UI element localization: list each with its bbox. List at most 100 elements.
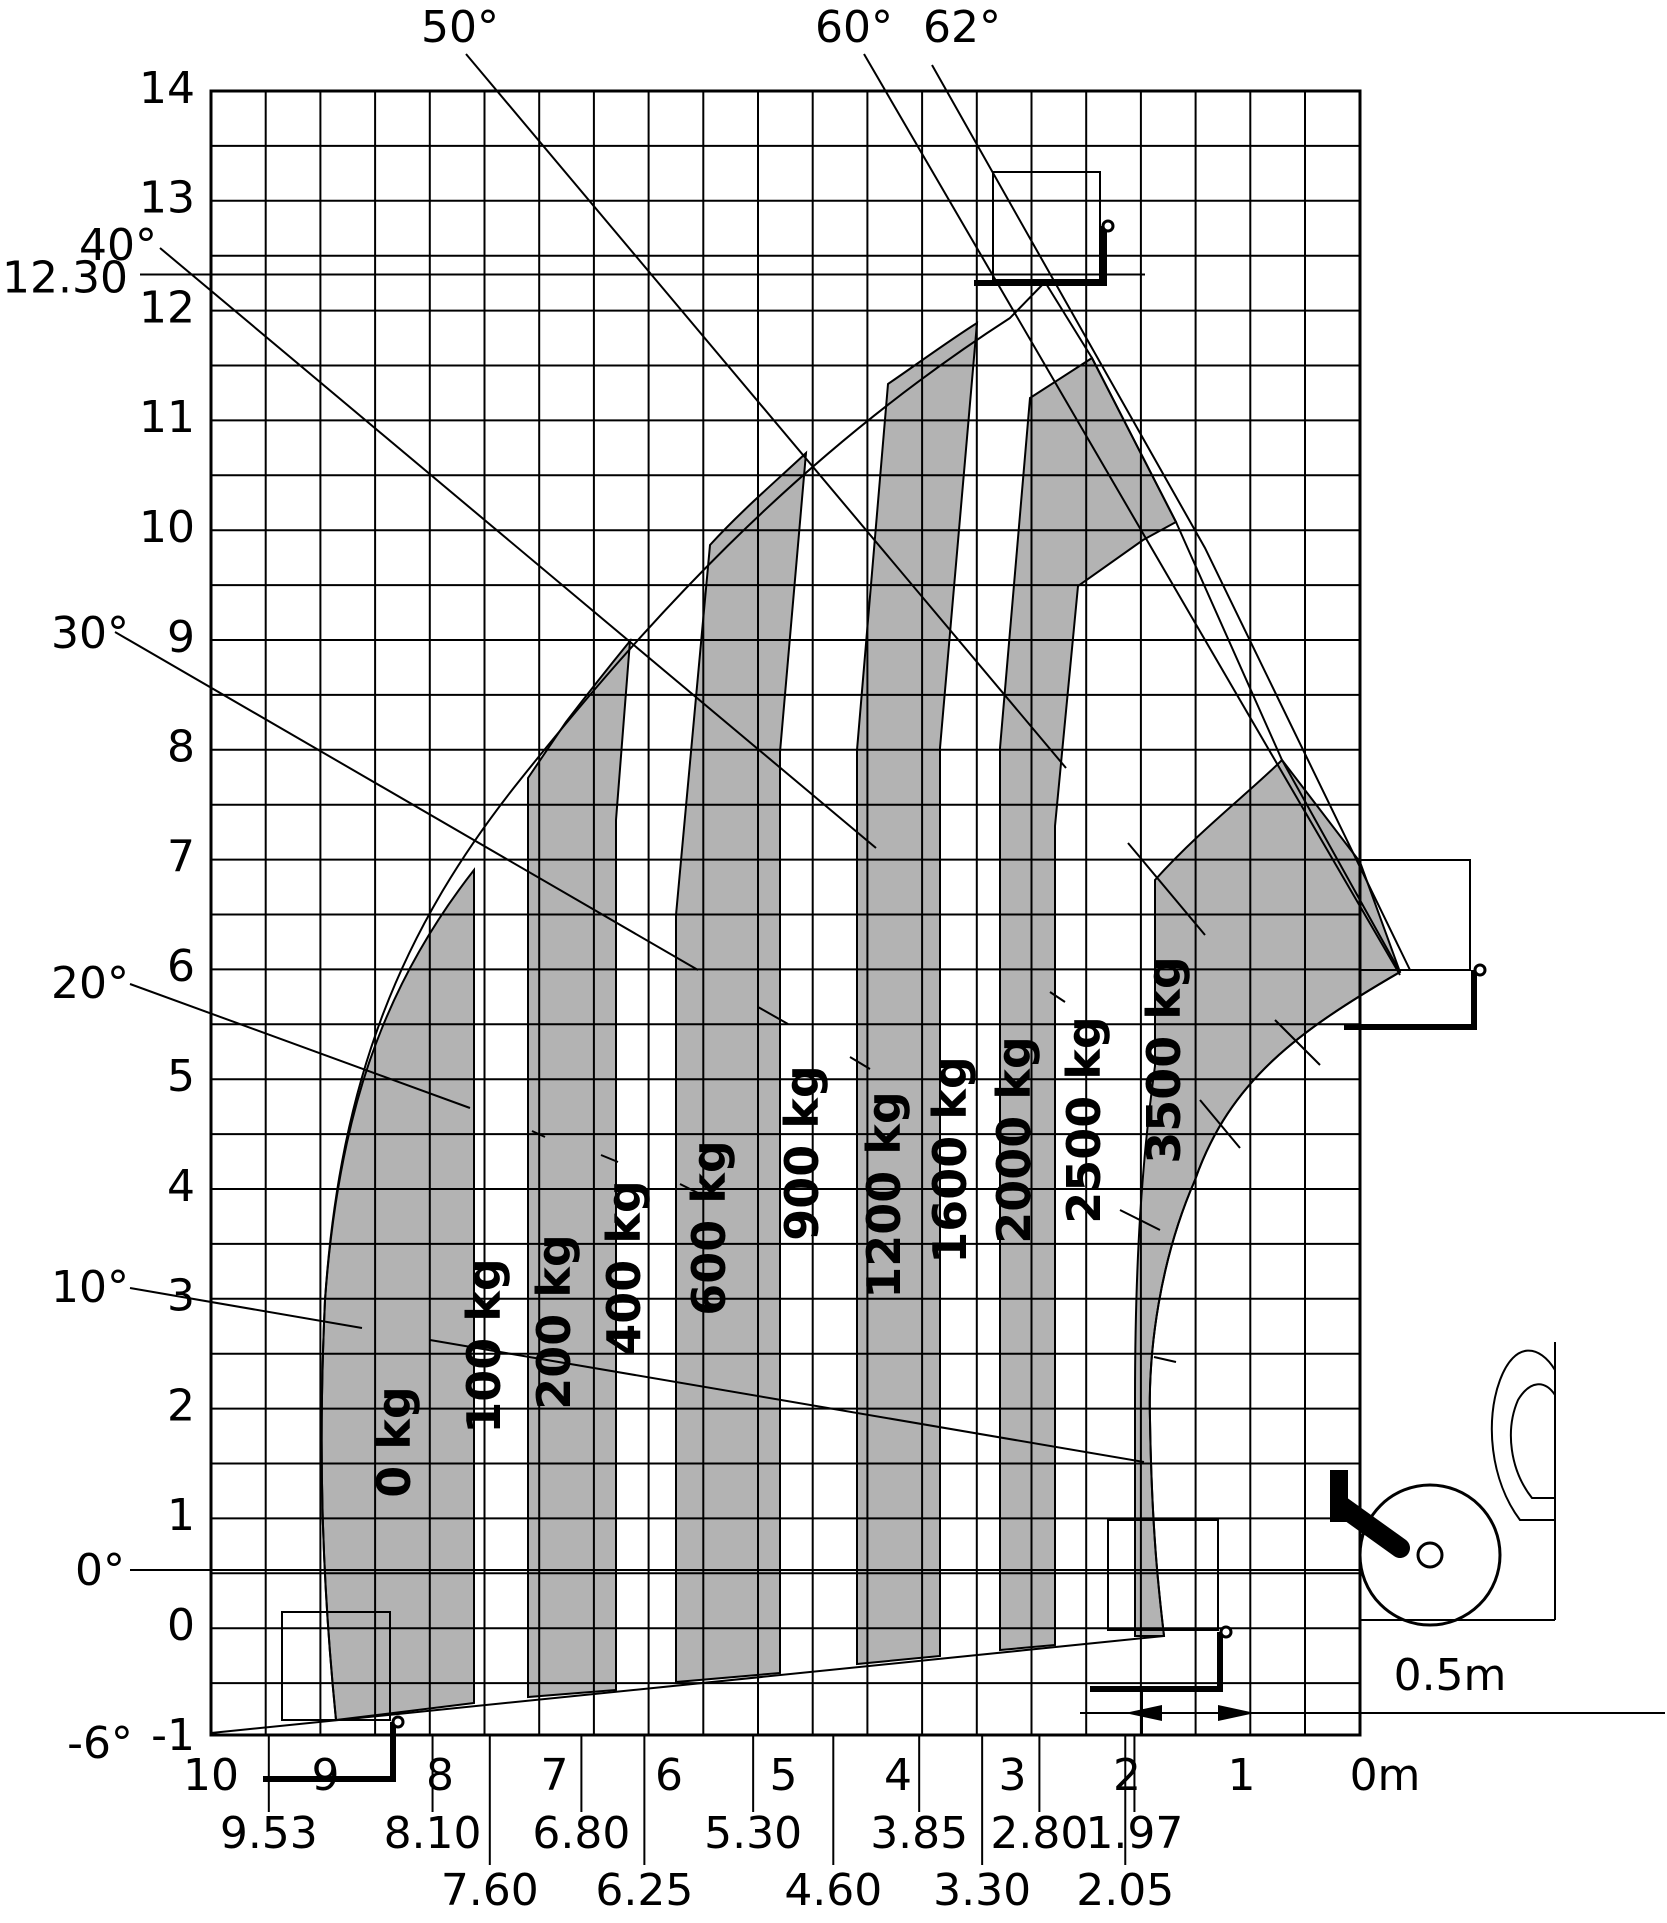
dim-arrow-left	[1125, 1705, 1162, 1721]
y-tick-label: 0	[167, 1600, 195, 1651]
angle-line-20	[129, 983, 471, 1109]
load-zone-label: 0 kg	[367, 1386, 421, 1498]
reach-label: 2.05	[1076, 1865, 1174, 1916]
fork-right-hook	[1473, 963, 1487, 977]
y-tick-label: 1	[167, 1490, 195, 1541]
y-tick-label: 4	[167, 1161, 195, 1212]
reach-label: 9.53	[220, 1808, 318, 1859]
y-tick-label: 2	[167, 1380, 195, 1431]
reach-label: 7.60	[441, 1865, 539, 1916]
boom-pivot	[1330, 1495, 1410, 1558]
wheel-icon	[1358, 1483, 1502, 1627]
angle-dash	[1119, 1209, 1161, 1231]
angle-line-10b	[429, 1339, 1145, 1463]
load-zone-label: 3500 kg	[1137, 956, 1191, 1164]
reach-label: 3.30	[933, 1865, 1031, 1916]
wheel-hub	[1416, 1541, 1444, 1569]
x-tick-label: 2	[1113, 1750, 1141, 1801]
angle-label: 62°	[923, 2, 1001, 53]
band-600kg	[675, 450, 808, 1684]
angle-label: 40°	[79, 220, 157, 271]
angle-dash	[531, 1130, 546, 1138]
y-tick-label: 7	[167, 831, 195, 882]
load-zone-label: 900 kg	[775, 1065, 829, 1241]
machine-outline	[263, 171, 1665, 1782]
angle-line-60	[863, 53, 1401, 976]
y-tick-label: 11	[139, 392, 195, 443]
fork-left-box	[281, 1611, 391, 1721]
load-bands	[320, 321, 1402, 1722]
y-tick-label: 10	[139, 502, 195, 553]
band-0kg	[320, 867, 475, 1722]
load-zone-label: 1600 kg	[923, 1056, 977, 1264]
max-height-label: 12.30	[2, 252, 128, 303]
load-zone-label: 600 kg	[682, 1140, 736, 1316]
angle-line-20b	[1153, 1356, 1177, 1363]
dim-arrow-right	[1218, 1705, 1255, 1721]
y-tick-label: 6	[167, 941, 195, 992]
reach-label: 4.60	[784, 1865, 882, 1916]
angle-dash	[849, 1056, 871, 1070]
boom-angle-lines	[114, 53, 1411, 1865]
fork-top-tine	[974, 226, 1107, 286]
y-tick-label: 9	[167, 612, 195, 663]
angle-dash	[757, 1006, 789, 1025]
reach-label: 6.25	[595, 1865, 693, 1916]
load-zone-label: 200 kg	[527, 1234, 581, 1410]
upper-envelope	[1044, 281, 1401, 973]
scale-annotation: 0.5m	[1394, 1650, 1507, 1701]
y-tick-label: 14	[139, 63, 195, 114]
reach-label: 8.10	[384, 1808, 482, 1859]
angle-line-10	[129, 1287, 363, 1329]
reach-label: 2.80	[990, 1808, 1088, 1859]
y-tick-label: 3	[167, 1271, 195, 1322]
reach-label: 3.85	[870, 1808, 968, 1859]
reach-label: 6.80	[532, 1808, 630, 1859]
angle-label: 30°	[51, 608, 129, 659]
fork-top-box	[992, 171, 1101, 281]
reach-label: 5.30	[704, 1808, 802, 1859]
x-tick-label: 3	[999, 1750, 1027, 1801]
angle-dash	[1199, 1099, 1241, 1149]
angle-line-62	[931, 64, 1411, 971]
x-tick-label: 5	[770, 1750, 798, 1801]
x-tick-label: 10	[183, 1750, 239, 1801]
cab-outline	[1360, 1342, 1556, 1621]
angle-dash	[679, 1183, 701, 1195]
fork-right-tine	[1344, 970, 1477, 1030]
load-zone-label: 2500 kg	[1057, 1016, 1111, 1224]
y-tick-label: -1	[151, 1710, 195, 1761]
outer-envelope	[320, 281, 1046, 1721]
angle-label: 50°	[421, 2, 499, 53]
y-tick-label: 13	[139, 173, 195, 224]
load-zone-label: 100 kg	[457, 1258, 511, 1434]
angle-dash	[1274, 1019, 1321, 1066]
chart-grid	[209, 89, 1362, 1737]
y-tick-label: 12	[139, 282, 195, 333]
fork-bottom-tine	[1090, 1632, 1223, 1692]
angle-line-40	[159, 247, 877, 849]
angle-line-50	[465, 53, 1067, 769]
x-tick-label: 1	[1228, 1750, 1256, 1801]
fork-bottom-hook	[1219, 1625, 1233, 1639]
x-tick-label: 6	[655, 1750, 683, 1801]
inner-envelope	[1148, 971, 1401, 1637]
y-tick-label: 5	[167, 1051, 195, 1102]
reach-label: 1.97	[1085, 1808, 1183, 1859]
angle-label: -6°	[67, 1718, 133, 1769]
load-zone-label: 2000 kg	[987, 1036, 1041, 1244]
angle-label: 0°	[75, 1545, 125, 1596]
angle-dash	[1049, 991, 1066, 1003]
fork-bottom-box	[1107, 1519, 1219, 1631]
angle-label: 60°	[815, 2, 893, 53]
angle-label: 10°	[51, 1262, 129, 1313]
x-tick-label: 4	[884, 1750, 912, 1801]
fork-right-box	[1359, 859, 1471, 971]
boom-heel	[1330, 1470, 1348, 1522]
x-tick-label: 7	[541, 1750, 569, 1801]
fork-left-tine	[263, 1722, 396, 1782]
band-200kg	[527, 637, 632, 1699]
x-tick-label: 9	[312, 1750, 340, 1801]
